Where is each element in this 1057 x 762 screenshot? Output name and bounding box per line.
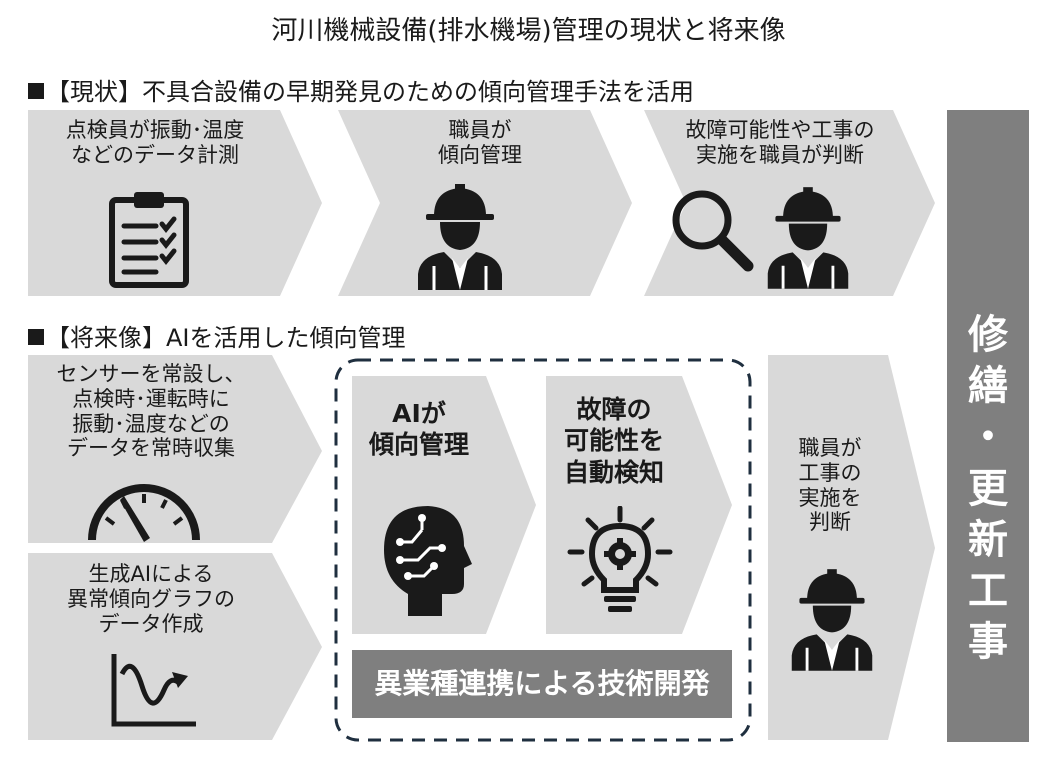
ai-head-icon: [384, 506, 472, 616]
lightbulb-gear-icon: [567, 506, 673, 612]
genai-text: 生成AIによる 異常傾向グラフの データ作成: [67, 562, 235, 636]
worker-helmet-icon: [418, 184, 502, 290]
renewal-char: ・: [968, 414, 1008, 461]
current-heading: 【現状】不具合設備の早期発見のための傾向管理手法を活用: [28, 72, 694, 107]
tech-development-label: 異業種連携による技術開発: [352, 650, 732, 718]
renewal-title: 修 繕 ・ 更 新 工 事: [950, 310, 1026, 668]
worker-helmet-icon: [791, 569, 873, 671]
future-heading-text: 【将来像】AIを活用した傾向管理: [46, 324, 406, 352]
sensor-text: センサーを常設し、 点検時･運転時に 振動･温度などの データを常時収集: [56, 362, 246, 461]
clipboard-checklist-icon: [109, 192, 189, 288]
renewal-char: 修: [968, 312, 1008, 358]
staff-arrow: [768, 355, 935, 740]
renewal-char: 新: [968, 516, 1008, 563]
renewal-char: 繕: [968, 363, 1008, 410]
current-step2-text: 職員が 傾向管理: [438, 118, 522, 167]
renewal-char: 工: [968, 567, 1008, 614]
staff-text: 職員が 工事の 実施を 判断: [798, 436, 862, 535]
ai-text: AIが 傾向管理: [368, 399, 469, 460]
current-step2-arrow: [338, 110, 632, 296]
current-heading-text: 【現状】不具合設備の早期発見のための傾向管理手法を活用: [46, 78, 694, 106]
page-title: 河川機械設備(排水機場)管理の現状と将来像: [271, 16, 786, 46]
genai-arrow: [28, 553, 322, 740]
detect-arrow: [546, 376, 732, 634]
gauge-icon: [88, 484, 200, 542]
heading-bullet-square: [28, 83, 44, 99]
renewal-char: 事: [968, 619, 1008, 666]
renewal-char: 更: [968, 465, 1008, 512]
renewal-bar: [947, 110, 1029, 742]
wave-graph-icon: [111, 654, 196, 727]
sensor-arrow: [28, 355, 322, 543]
detect-text: 故障の 可能性を 自動検知: [563, 395, 664, 487]
ai-dashed-frame: [334, 358, 752, 742]
current-step3-text: 故障可能性や工事の 実施を職員が判断: [685, 118, 875, 167]
magnifier-icon: [672, 190, 754, 272]
current-step1-text: 点検員が振動･温度 などのデータ計測: [65, 118, 245, 167]
heading-bullet-square: [28, 329, 44, 345]
future-heading: 【将来像】AIを活用した傾向管理: [28, 318, 406, 353]
worker-helmet-icon: [767, 187, 849, 289]
